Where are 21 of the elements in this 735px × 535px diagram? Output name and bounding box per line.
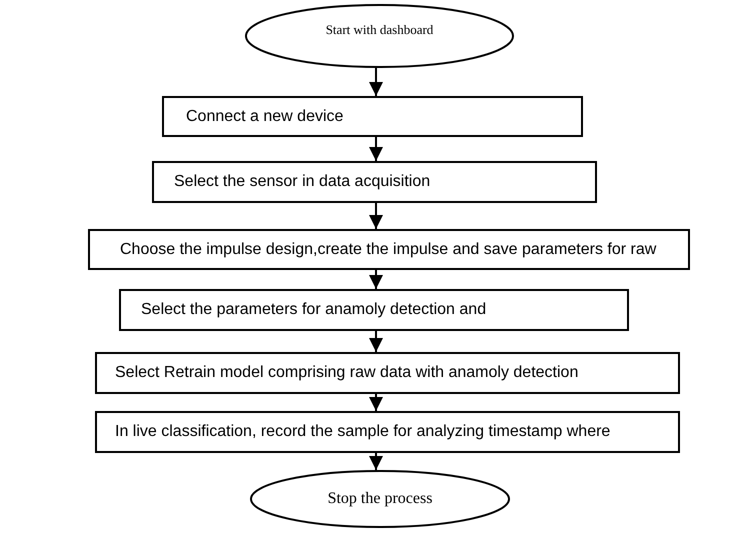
process-box — [88, 229, 690, 270]
arrow — [369, 394, 383, 411]
step-text: Select the sensor in data acquisition — [174, 173, 430, 191]
arrow — [369, 453, 383, 470]
step-text: Start with dashboard — [326, 22, 434, 38]
process-box — [95, 411, 680, 453]
step-text: Select the parameters for anamoly detection and — [141, 301, 486, 319]
step-text: In live classification, record the sample for analyzing timestamp where — [115, 423, 610, 441]
step-text: Stop the process — [328, 490, 432, 508]
step-text: Choose the impulse design,create the impulse and save parameters for raw — [120, 240, 656, 258]
arrow — [369, 331, 383, 352]
arrow — [369, 270, 383, 289]
process-box — [95, 352, 680, 394]
step-text: Select Retrain model comprising raw data with anamoly detection — [115, 364, 578, 382]
arrow — [369, 137, 383, 161]
process-box — [152, 161, 597, 203]
process-box — [162, 96, 583, 137]
step-text: Connect a new device — [186, 108, 344, 126]
arrow — [369, 203, 383, 229]
process-box — [119, 289, 629, 331]
arrow — [369, 68, 383, 96]
